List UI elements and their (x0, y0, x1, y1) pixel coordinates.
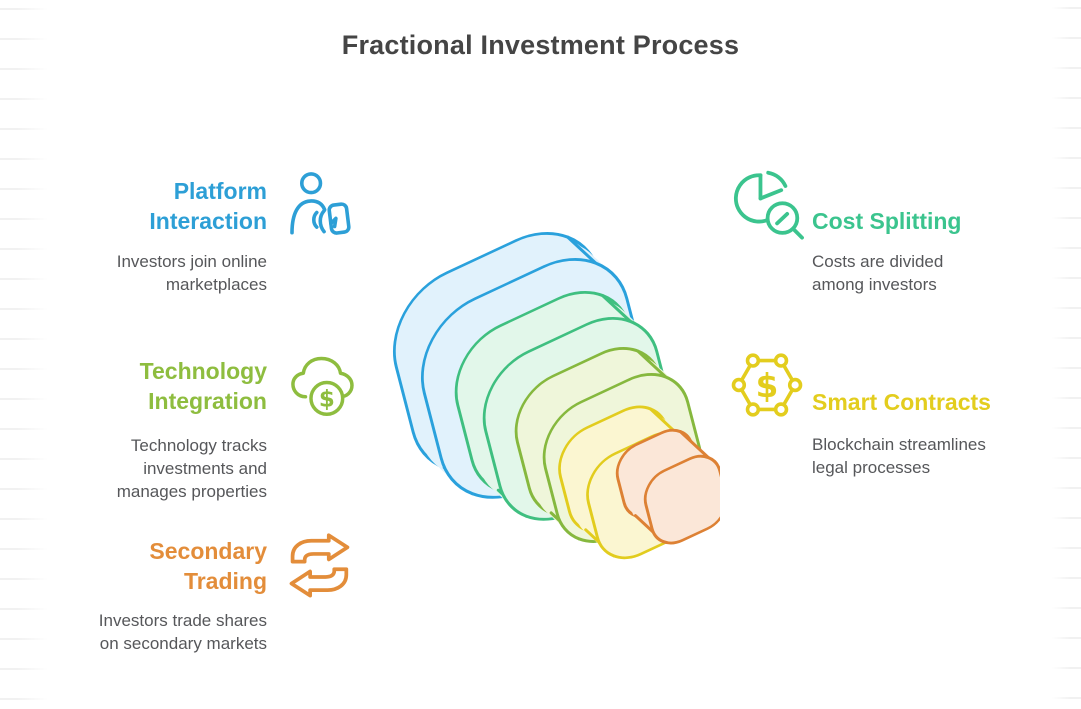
heading-secondary-trading: Secondary Trading (149, 538, 267, 594)
svg-text:$: $ (319, 387, 335, 413)
person-phone-icon (283, 170, 355, 246)
isometric-stack-graphic (392, 231, 720, 560)
page-title: Fractional Investment Process (341, 30, 740, 60)
swap-arrows-icon (284, 532, 356, 600)
description-smart-contracts: Blockchain streamlines legal processes (812, 435, 986, 477)
hexagon-dollar-icon: $ (731, 349, 803, 421)
pie-magnifier-icon (729, 167, 805, 243)
heading-smart-contracts: Smart Contracts (812, 389, 991, 415)
heading-cost-splitting: Cost Splitting (812, 208, 962, 234)
pyramid-layer-5-smallest (615, 428, 720, 545)
description-platform-interaction: Investors join online marketplaces (116, 252, 267, 294)
svg-text:$: $ (756, 367, 779, 405)
ruled-lines-left (0, 0, 48, 709)
description-secondary-trading: Investors trade shares on secondary mark… (98, 611, 267, 653)
ruled-lines-right (1052, 0, 1081, 709)
heading-technology-integration: Technology Integration (139, 358, 267, 414)
cloud-dollar-icon: $ (288, 353, 358, 423)
heading-platform-interaction: Platform Interaction (149, 178, 267, 234)
description-technology-integration: Technology tracks investments and manage… (116, 436, 267, 501)
description-cost-splitting: Costs are divided among investors (812, 252, 944, 294)
